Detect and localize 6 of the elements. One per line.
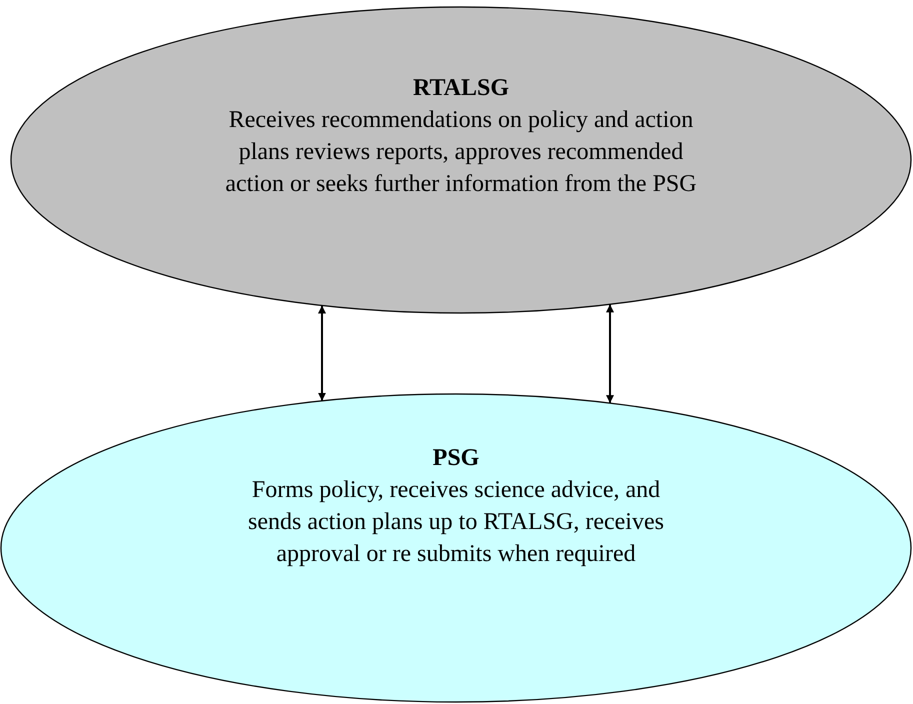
node-description: Receives recommendations on policy and action plans reviews reports, approves recommended action or seeks further information from the PSG	[224, 106, 698, 199]
double-arrow	[318, 306, 326, 401]
node-description: Forms policy, receives science advice, and sends action plans up to RTALSG, receives approval or re submits when required	[247, 476, 665, 569]
double-arrow	[606, 304, 614, 404]
node-title: PSG	[432, 444, 480, 473]
node-title: RTALSG	[412, 74, 510, 103]
